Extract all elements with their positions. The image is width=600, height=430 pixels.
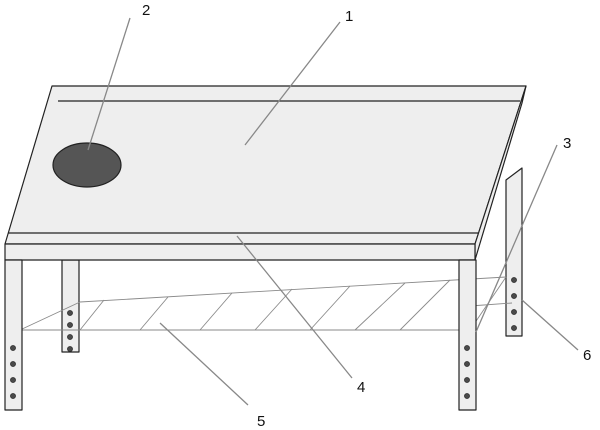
leader-line-6 bbox=[521, 299, 579, 351]
leader-line-4 bbox=[236, 235, 353, 379]
back-right-leg bbox=[505, 167, 523, 337]
tabletop bbox=[4, 85, 527, 261]
front-right-leg bbox=[458, 259, 477, 411]
callout-label-2: 2 bbox=[142, 2, 150, 19]
front-left-leg bbox=[4, 259, 23, 411]
leader-line-3 bbox=[475, 144, 558, 333]
lower-shelf-grid bbox=[19, 276, 513, 331]
leader-line-2 bbox=[87, 17, 131, 151]
callout-label-6: 6 bbox=[583, 347, 591, 364]
leader-line-5 bbox=[159, 322, 249, 406]
callout-label-3: 3 bbox=[563, 135, 571, 152]
callout-label-5: 5 bbox=[257, 413, 265, 430]
leader-line-1 bbox=[244, 21, 341, 146]
callout-label-1: 1 bbox=[345, 8, 353, 25]
callout-label-4: 4 bbox=[357, 379, 365, 396]
top-hole bbox=[52, 142, 122, 188]
